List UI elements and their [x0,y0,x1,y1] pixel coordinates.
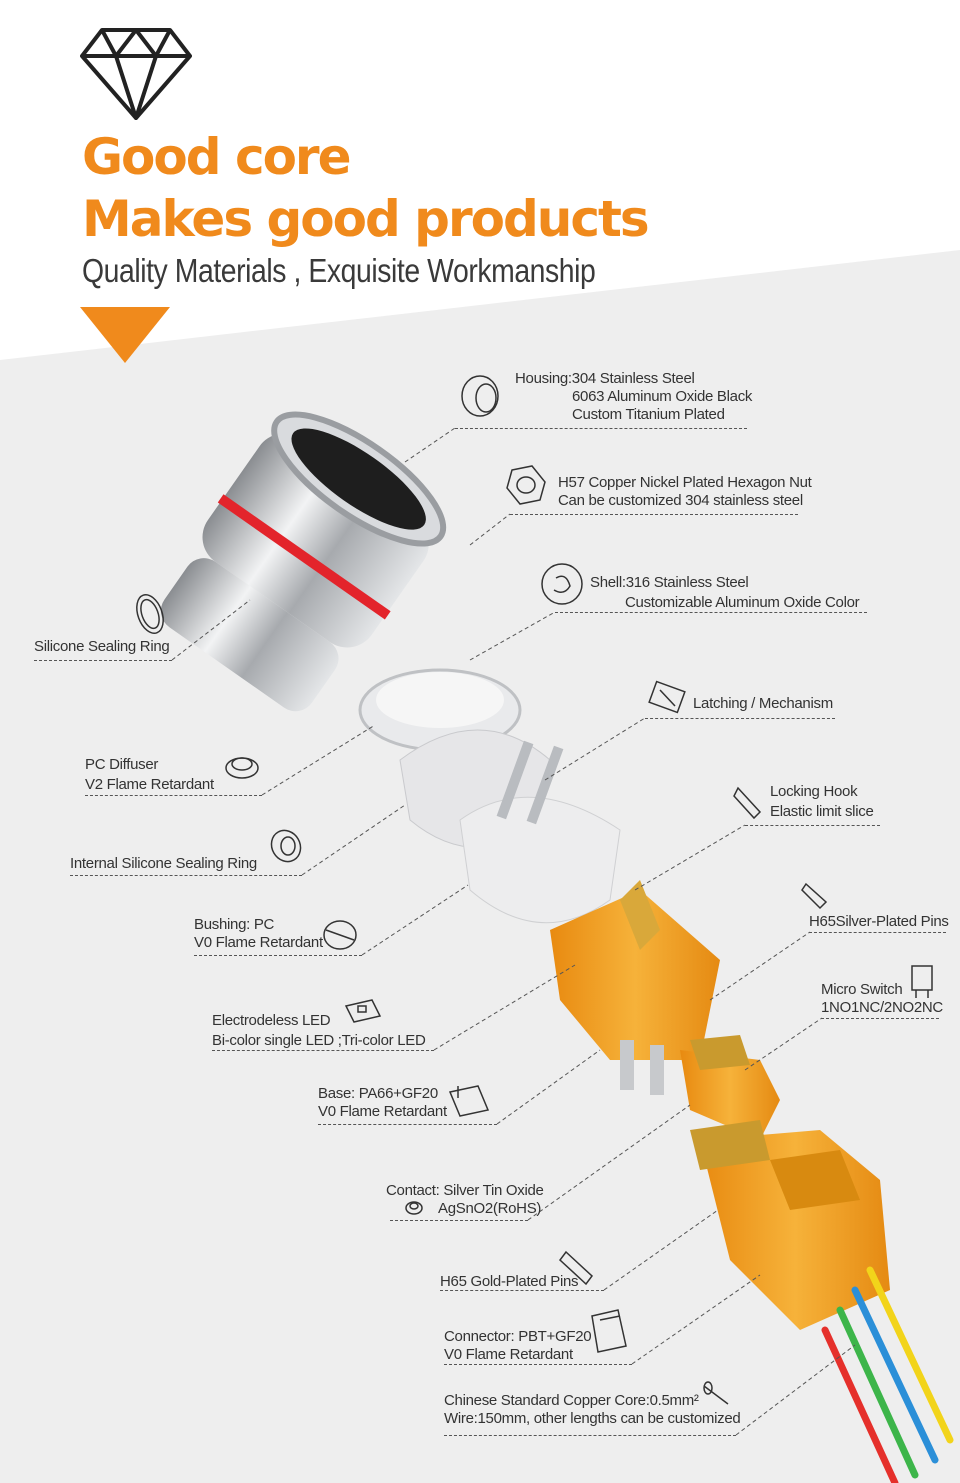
housing-icon [461,375,499,417]
connector-icon [591,1309,627,1353]
wires [821,1266,954,1483]
hex-nut-icon [506,465,546,505]
locking-hook-icon [733,786,762,820]
component-icons [136,375,933,1405]
shell-icon [541,563,583,605]
label-micro-switch: Micro Switch 1NO1NC/2NO2NC [821,981,943,1016]
label-locking-hook: Locking Hook Elastic limit slice [770,783,874,820]
subtitle: Quality Materials , Exquisite Workmanshi… [82,252,596,289]
headline-line2: Makes good products [82,190,650,248]
led-icon [344,999,382,1023]
micro-switch-part [680,1035,780,1140]
label-base: Base: PA66+GF20 V0 Flame Retardant [318,1085,447,1120]
micro-switch-icon [911,965,933,998]
diamond-icon [80,28,192,120]
label-latching: Latching / Mechanism [693,695,833,712]
label-housing: Housing:304 Stainless Steel 6063 Aluminu… [515,370,753,423]
gold-pin-icon [558,1250,594,1286]
label-shell: Shell:316 Stainless Steel Customizable A… [590,574,860,611]
headline-line1: Good core [82,128,351,186]
sealing-ring-icon [136,594,164,634]
contact-icon [405,1201,423,1215]
wire-icon [703,1381,729,1405]
label-silicone-sealing-ring: Silicone Sealing Ring [34,638,170,655]
base-icon [448,1085,490,1117]
diffuser-icon [225,757,259,779]
label-connector: Connector: PBT+GF20 V0 Flame Retardant [444,1328,592,1363]
label-diffuser: PC Diffuser V2 Flame Retardant [85,756,214,793]
label-led: Electrodeless LED Bi-color single LED ;T… [212,1012,426,1049]
leader-lines [171,427,856,1436]
label-silver-pins: H65Silver-Plated Pins [809,913,949,930]
base-part [550,880,720,1095]
label-wire: Chinese Standard Copper Core:0.5mm² Wire… [444,1392,741,1427]
label-internal-sealing-ring: Internal Silicone Sealing Ring [70,855,257,872]
bushing-part [399,729,621,924]
down-arrow-icon [80,307,170,363]
label-bushing: Bushing: PC V0 Flame Retardant [194,916,323,951]
internal-ring-icon [270,829,302,863]
housing-part [160,411,447,712]
label-contact: Contact: Silver Tin Oxide AgSnO2(RoHS) [386,1182,544,1217]
connector-part [690,1120,890,1330]
latching-icon [648,680,686,714]
label-hex-nut: H57 Copper Nickel Plated Hexagon Nut Can… [558,474,812,509]
bushing-icon [323,920,357,950]
pin-icon [801,882,828,910]
label-gold-pins: H65 Gold-Plated Pins [440,1273,579,1290]
